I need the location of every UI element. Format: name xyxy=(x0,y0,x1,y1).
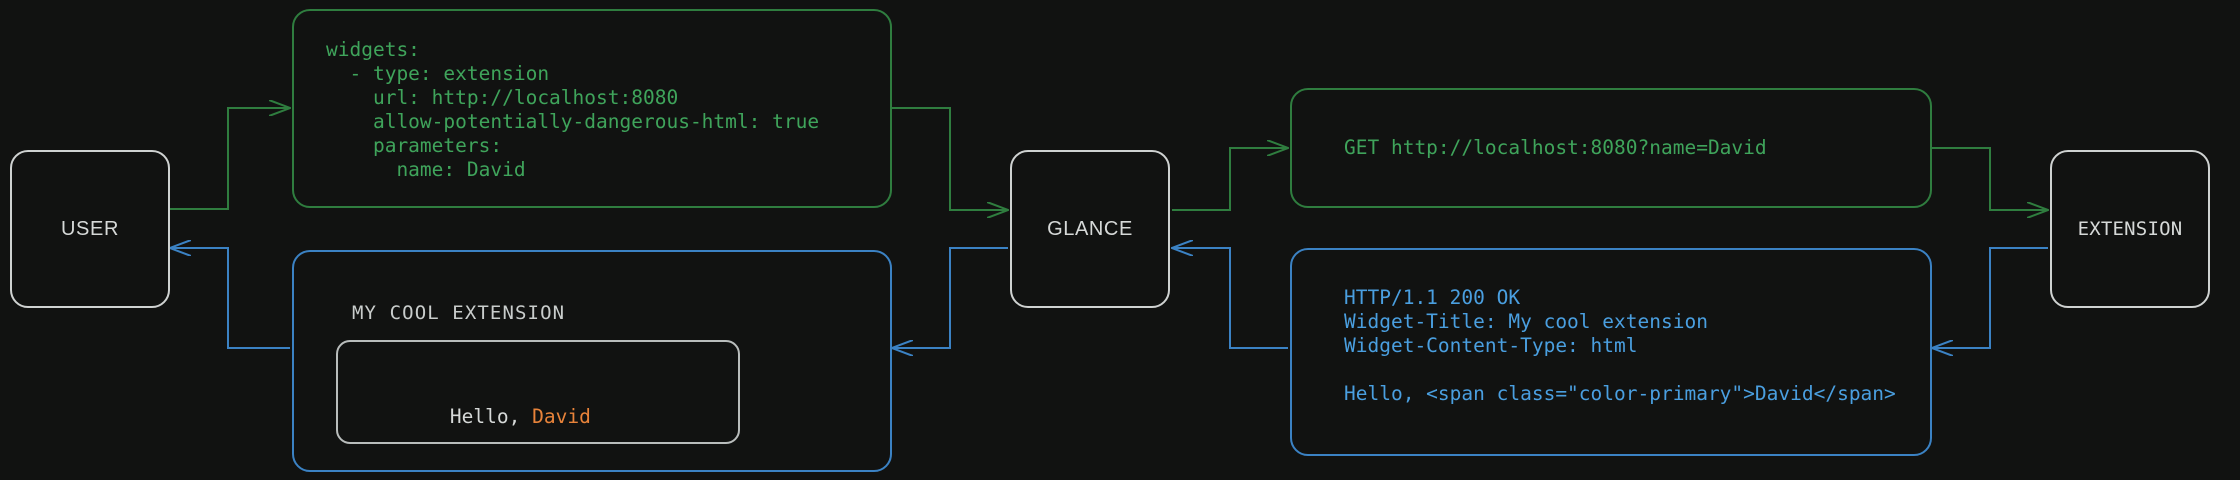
widget-greeting-name: David xyxy=(532,405,591,428)
message-config-yaml: widgets: - type: extension url: http://l… xyxy=(292,9,892,208)
wire-config-to-glance xyxy=(892,107,1008,210)
wire-response-to-glance xyxy=(1172,248,1288,349)
node-extension-label: EXTENSION xyxy=(2077,218,2183,240)
node-user-label: USER xyxy=(61,217,119,240)
widget-preview-card: MY COOL EXTENSION Hello, David xyxy=(292,250,892,472)
wire-user-to-config xyxy=(170,108,290,210)
node-glance[interactable]: GLANCE xyxy=(1010,150,1170,308)
http-request-text: GET http://localhost:8080?name=David xyxy=(1344,136,1767,159)
widget-greeting-text: Hello, xyxy=(449,405,533,428)
node-glance-label: GLANCE xyxy=(1047,217,1133,240)
message-http-request: GET http://localhost:8080?name=David xyxy=(1290,88,1932,208)
config-yaml-text: widgets: - type: extension url: http://l… xyxy=(326,38,820,181)
wire-glance-to-widget xyxy=(892,247,1008,348)
node-user[interactable]: USER xyxy=(10,150,170,308)
wire-widget-to-user xyxy=(170,248,290,349)
widget-preview-content: Hello, David xyxy=(356,382,591,451)
widget-preview-title: MY COOL EXTENSION xyxy=(352,302,566,324)
wire-request-to-extension xyxy=(1932,147,2048,210)
http-response-text: HTTP/1.1 200 OK Widget-Title: My cool ex… xyxy=(1344,286,1896,405)
wire-glance-to-request xyxy=(1172,148,1288,211)
node-extension[interactable]: EXTENSION xyxy=(2050,150,2210,308)
widget-preview-content-frame: Hello, David xyxy=(336,340,740,444)
message-http-response: HTTP/1.1 200 OK Widget-Title: My cool ex… xyxy=(1290,248,1932,456)
wire-extension-to-response xyxy=(1932,247,2048,348)
